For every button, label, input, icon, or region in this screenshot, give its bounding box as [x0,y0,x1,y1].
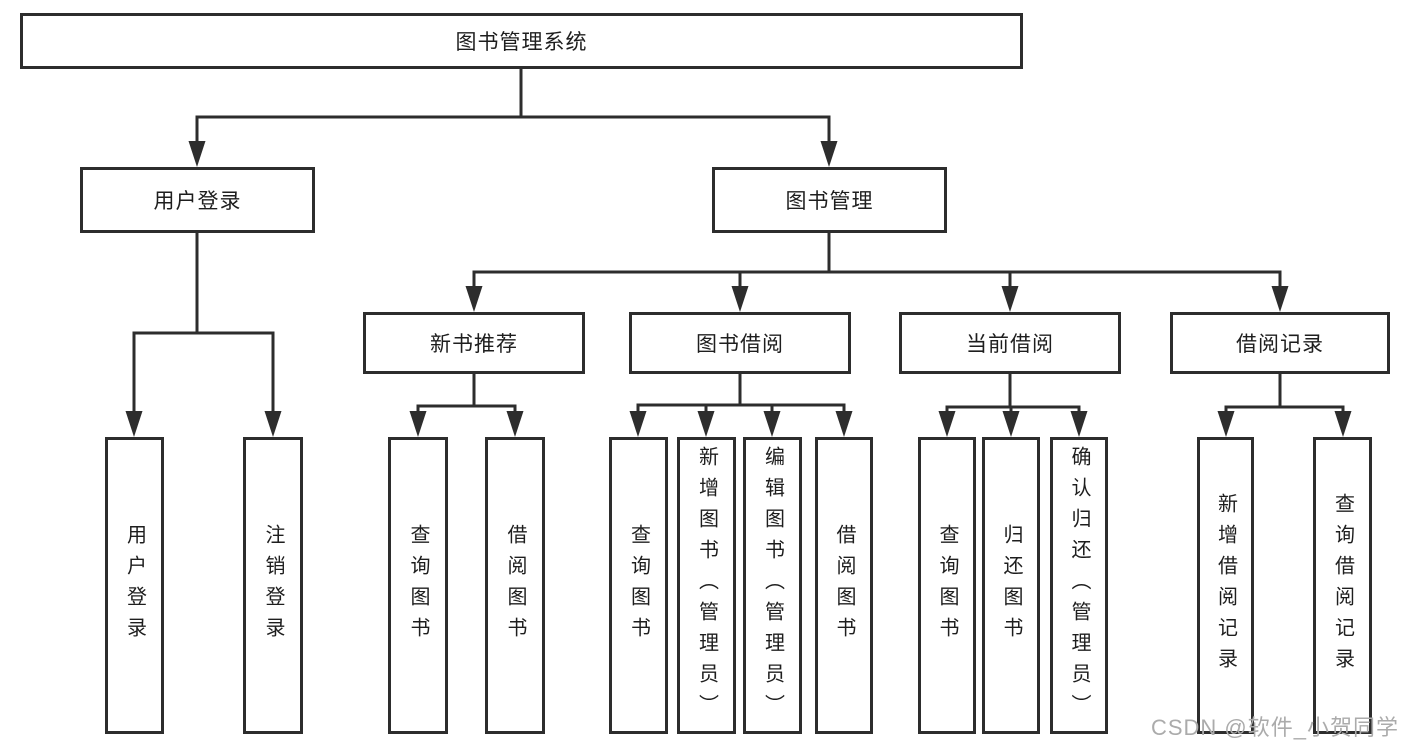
arrowhead-icon [409,411,427,437]
leaf-add-borrow-record: 新增借阅记录 [1197,437,1254,734]
node-new-book-recommend: 新书推荐 [363,312,585,374]
node-label: 图书管理 [785,190,874,213]
leaf-logout: 注销登录 [243,437,303,734]
csdn-watermark: CSDN @软件_小贺同学 [1150,715,1399,740]
arrowhead-icon [188,141,206,167]
node-book-management: 图书管理 [712,167,947,233]
node-root-library-system: 图书管理系统 [20,13,1023,69]
arrowhead-icon [1002,411,1020,437]
leaf-user-login: 用户登录 [105,437,164,734]
node-label: 借阅图书 [833,523,855,648]
arrowhead-icon [731,286,749,312]
node-label: 编辑图书（管理员） [761,446,784,725]
node-label: 图书管理系统 [455,31,588,54]
arrowhead-icon [465,286,483,312]
node-label: 借阅记录 [1236,333,1324,356]
node-label: 归还图书 [1000,523,1022,648]
leaf-borrow-books-recommend: 借阅图书 [485,437,545,734]
node-label: 查询图书 [936,523,958,648]
leaf-confirm-return-admin: 确认归还（管理员） [1050,437,1108,734]
leaf-query-borrow-record: 查询借阅记录 [1313,437,1372,734]
node-borrow-records: 借阅记录 [1170,312,1390,374]
leaf-add-book-admin: 新增图书（管理员） [677,437,736,734]
arrowhead-icon [1271,286,1289,312]
node-user-login: 用户登录 [80,167,315,233]
arrowhead-icon [629,411,647,437]
node-label: 当前借阅 [966,333,1054,356]
leaf-query-books-recommend: 查询图书 [388,437,448,734]
node-label: 用户登录 [123,523,146,648]
node-current-borrow: 当前借阅 [899,312,1121,374]
node-book-borrow: 图书借阅 [629,312,851,374]
arrowhead-icon [1217,411,1235,437]
arrowhead-icon [264,411,282,437]
arrowhead-icon [506,411,524,437]
leaf-query-books-current: 查询图书 [918,437,976,734]
leaf-edit-book-admin: 编辑图书（管理员） [743,437,802,734]
arrowhead-icon [938,411,956,437]
arrowhead-icon [1334,411,1352,437]
node-label: 新增图书（管理员） [695,446,718,725]
arrowhead-icon [835,411,853,437]
node-label: 新增借阅记录 [1214,492,1237,679]
leaf-return-book: 归还图书 [982,437,1040,734]
node-label: 注销登录 [262,523,284,648]
leaf-query-books-borrow: 查询图书 [609,437,668,734]
arrowhead-icons [125,141,1352,437]
node-label: 新书推荐 [430,333,518,356]
arrowhead-icon [763,411,781,437]
node-label: 查询图书 [407,523,429,648]
node-label: 查询借阅记录 [1331,492,1354,679]
node-label: 用户登录 [153,190,242,213]
arrowhead-icon [1001,286,1019,312]
arrowhead-icon [697,411,715,437]
arrowhead-icon [1070,411,1088,437]
node-label: 确认归还（管理员） [1068,446,1090,725]
arrowhead-icon [125,411,143,437]
node-label: 查询图书 [627,523,650,648]
arrowhead-icon [820,141,838,167]
leaf-borrow-books: 借阅图书 [815,437,873,734]
node-label: 借阅图书 [504,523,526,648]
node-label: 图书借阅 [696,333,784,356]
